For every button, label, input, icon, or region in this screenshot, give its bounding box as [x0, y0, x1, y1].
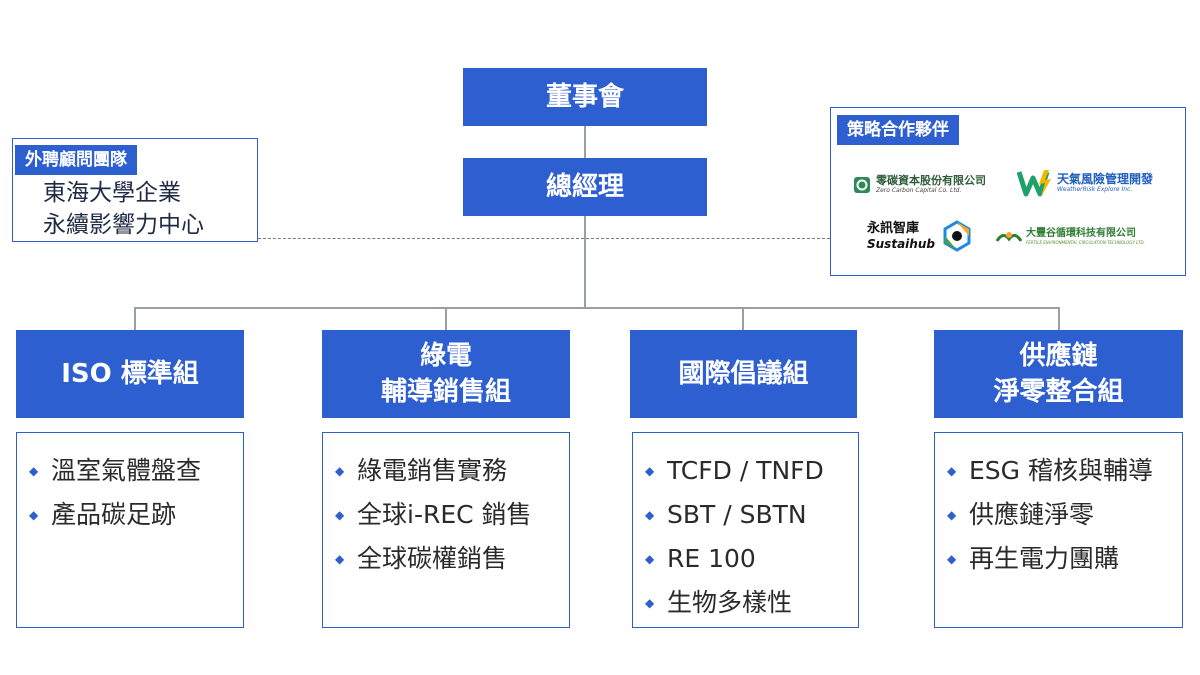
sustaihub-logo: 永訊智庫 Sustaihub — [867, 220, 973, 252]
group-green-power-box: 綠電 輔導銷售組 — [322, 330, 570, 418]
board-gm-connector — [584, 126, 586, 158]
group-2-connector — [445, 307, 447, 331]
board-box: 董事會 — [463, 68, 707, 126]
consultant-line-1: 東海大學企業 — [43, 180, 181, 206]
list-item: ◆ESG 稽核與輔導 — [947, 449, 1153, 493]
consultant-line-2: 永續影響力中心 — [43, 212, 204, 238]
diamond-icon: ◆ — [335, 552, 345, 566]
fertile-logo-zh: 大豐谷循環科技有限公司 — [1026, 228, 1136, 239]
sustaihub-logo-icon — [943, 220, 971, 252]
fertile-logo: 大豐谷循環科技有限公司 FERTILE ENVIRONMENTAL CIRCUL… — [995, 228, 1145, 246]
list-item: ◆全球i-REC 銷售 — [335, 493, 532, 537]
fertile-logo-icon — [995, 232, 1023, 242]
board-label: 董事會 — [545, 82, 624, 112]
weatherrisk-logo: 天氣風險管理開發 WeatherRisk Explore Inc. — [1017, 168, 1153, 198]
list-item: ◆產品碳足跡 — [29, 493, 201, 537]
zero-carbon-logo: 零碳資本股份有限公司 Zero Carbon Capital Co. Ltd. — [853, 174, 986, 195]
group-supply-chain-box: 供應鏈 淨零整合組 — [934, 330, 1183, 418]
list-item: ◆溫室氣體盤查 — [29, 449, 201, 493]
group-iso-box: ISO 標準組 — [16, 330, 244, 418]
diamond-icon: ◆ — [947, 508, 957, 522]
weatherrisk-logo-zh: 天氣風險管理開發 — [1057, 171, 1154, 186]
consultants-tag: 外聘顧問團隊 — [15, 145, 137, 175]
group-3-connector — [742, 307, 744, 331]
group-4-connector — [1058, 307, 1060, 331]
general-manager-label: 總經理 — [545, 172, 624, 202]
consultants-dashed-connector — [258, 238, 584, 239]
diamond-icon: ◆ — [335, 508, 345, 522]
diamond-icon: ◆ — [335, 464, 345, 478]
sustaihub-logo-en: Sustaihub — [867, 237, 935, 251]
diamond-icon: ◆ — [645, 464, 655, 478]
list-item: ◆SBT / SBTN — [645, 493, 824, 537]
list-item: ◆再生電力團購 — [947, 537, 1153, 581]
list-item: ◆供應鏈淨零 — [947, 493, 1153, 537]
consultants-panel: 外聘顧問團隊 東海大學企業 永續影響力中心 — [12, 138, 258, 242]
gm-trunk-connector — [584, 216, 586, 308]
diamond-icon: ◆ — [947, 552, 957, 566]
group-green-power-title-line-1: 綠電 — [419, 341, 472, 371]
list-item: ◆RE 100 — [645, 537, 824, 581]
general-manager-box: 總經理 — [463, 158, 707, 216]
weatherrisk-logo-en: WeatherRisk Explore Inc. — [1057, 185, 1133, 193]
diamond-icon: ◆ — [645, 552, 655, 566]
partners-tag: 策略合作夥伴 — [837, 115, 959, 145]
group-supply-chain-title-line-2: 淨零整合組 — [993, 377, 1124, 407]
list-item: ◆綠電銷售實務 — [335, 449, 532, 493]
group-supply-chain-items-panel: ◆ESG 稽核與輔導 ◆供應鏈淨零 ◆再生電力團購 — [934, 432, 1183, 628]
diamond-icon: ◆ — [645, 596, 655, 610]
group-international-title: 國際倡議組 — [678, 359, 809, 389]
partners-dashed-connector — [586, 238, 830, 239]
group-international-items-panel: ◆TCFD / TNFD ◆SBT / SBTN ◆RE 100 ◆生物多樣性 — [632, 432, 859, 628]
group-green-power-title-line-2: 輔導銷售組 — [380, 377, 511, 407]
list-item: ◆生物多樣性 — [645, 581, 824, 625]
diamond-icon: ◆ — [29, 508, 39, 522]
list-item: ◆TCFD / TNFD — [645, 449, 824, 493]
weatherrisk-logo-icon — [1017, 170, 1051, 197]
zero-carbon-logo-en: Zero Carbon Capital Co. Ltd. — [876, 187, 962, 194]
diamond-icon: ◆ — [29, 464, 39, 478]
group-supply-chain-title-line-1: 供應鏈 — [1019, 341, 1098, 371]
group-green-power-items-panel: ◆綠電銷售實務 ◆全球i-REC 銷售 ◆全球碳權銷售 — [322, 432, 570, 628]
zero-carbon-logo-zh: 零碳資本股份有限公司 — [876, 174, 986, 187]
list-item: ◆全球碳權銷售 — [335, 537, 532, 581]
fertile-logo-en: FERTILE ENVIRONMENTAL CIRCULATION TECHNO… — [1026, 240, 1145, 245]
group-international-box: 國際倡議組 — [630, 330, 857, 418]
group-iso-title: ISO 標準組 — [61, 359, 199, 389]
group-1-connector — [134, 307, 136, 331]
diamond-icon: ◆ — [645, 508, 655, 522]
horizontal-connector — [134, 307, 1058, 309]
sustaihub-logo-zh: 永訊智庫 — [867, 221, 920, 236]
zero-carbon-logo-icon — [854, 176, 870, 193]
partners-panel: 策略合作夥伴 零碳資本股份有限公司 Zero Carbon Capital Co… — [830, 107, 1186, 276]
group-iso-items-panel: ◆溫室氣體盤查 ◆產品碳足跡 — [16, 432, 244, 628]
diamond-icon: ◆ — [947, 464, 957, 478]
